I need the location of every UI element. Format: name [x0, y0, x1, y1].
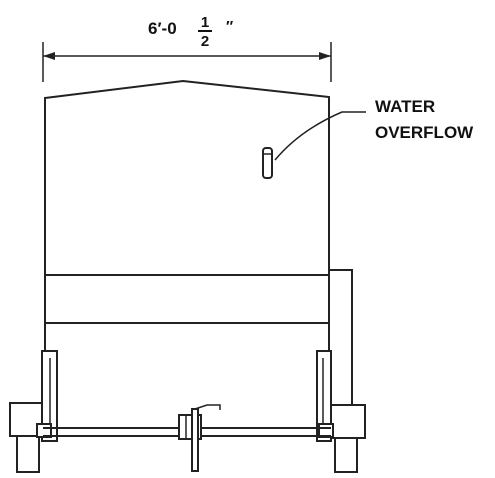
right-foot [334, 437, 358, 473]
valve-handle [194, 404, 221, 410]
width-dimension: 6′-0 1 2 ″ [42, 14, 332, 82]
left-leg-assembly [9, 350, 58, 473]
water-overflow-fitting: WATER OVERFLOW [262, 97, 474, 179]
overflow-pipe [262, 147, 273, 179]
tank-body [44, 79, 330, 425]
dimension-arrow-right [319, 52, 331, 60]
dimension-fraction-numerator: 1 [201, 14, 209, 31]
tank-upper-panel [44, 79, 330, 276]
overflow-leader-line [274, 111, 366, 161]
valve-stem [191, 408, 199, 472]
center-valve-assembly [178, 404, 221, 472]
overflow-label-line-1: WATER [375, 97, 435, 116]
dimension-unit: ″ [226, 18, 233, 35]
dimension-whole: 6′-0 [148, 19, 177, 38]
tank-band [44, 274, 330, 324]
left-foot [16, 435, 40, 473]
dimension-arrow-left [43, 52, 55, 60]
right-side-column [328, 269, 353, 406]
overflow-label-line-2: OVERFLOW [375, 123, 474, 142]
right-post [316, 350, 332, 442]
right-base-block [330, 404, 366, 439]
dimension-fraction-denominator: 2 [201, 33, 209, 50]
